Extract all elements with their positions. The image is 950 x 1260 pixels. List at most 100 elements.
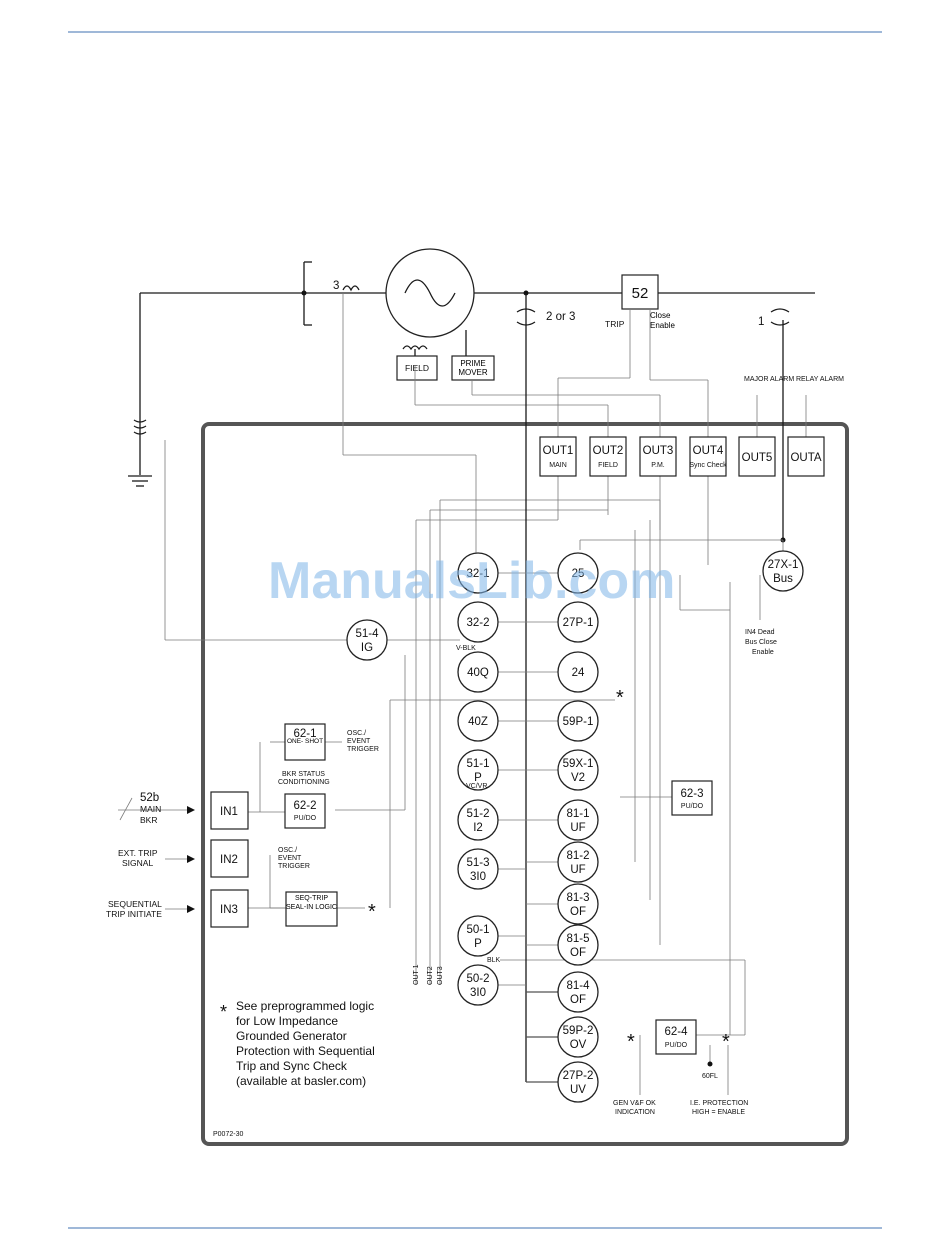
close-enable-label: Close Enable bbox=[650, 311, 675, 330]
function-node-51-2: 51-2I2 bbox=[457, 799, 526, 841]
osc-trigger-2c: TRIGGER bbox=[278, 863, 310, 870]
prime-mover-box: PRIME MOVER bbox=[451, 355, 495, 381]
ext-trip-label: EXT. TRIP bbox=[118, 848, 158, 858]
function-node-81-5: 81-5OF bbox=[526, 924, 599, 966]
svg-text:81-5: 81-5 bbox=[566, 933, 589, 945]
vc-vr-label: VC/VR bbox=[466, 783, 487, 790]
svg-text:OF: OF bbox=[570, 994, 586, 1006]
svg-text:P.M.: P.M. bbox=[651, 462, 665, 469]
node-27x-1-bus: 27X-1 Bus bbox=[762, 550, 804, 592]
function-node-59x-1: 59X-1V2 bbox=[526, 749, 599, 791]
timer-62-3: 62-3 PU/DO bbox=[671, 780, 713, 816]
star-marker-4: * bbox=[722, 1031, 730, 1053]
svg-text:(available at basler.com): (available at basler.com) bbox=[236, 1074, 366, 1088]
svg-text:Protection with Sequential: Protection with Sequential bbox=[236, 1044, 375, 1058]
ext-trip-signal-label: SIGNAL bbox=[122, 858, 153, 868]
function-node-51-1: 51-1P bbox=[457, 749, 526, 791]
svg-text:52: 52 bbox=[632, 285, 649, 302]
trip-label: TRIP bbox=[605, 319, 625, 329]
svg-text:UF: UF bbox=[570, 822, 585, 834]
svg-text:OUT3: OUT3 bbox=[643, 445, 674, 457]
star-marker-3: * bbox=[627, 1031, 635, 1053]
function-node-32-2: 32-2 bbox=[457, 601, 526, 643]
svg-text:PU/DO: PU/DO bbox=[665, 1042, 688, 1049]
ie-enable-label: HIGH = ENABLE bbox=[692, 1109, 745, 1116]
relay-alarm-label: RELAY ALARM bbox=[796, 376, 844, 383]
svg-text:IN1: IN1 bbox=[220, 806, 238, 818]
gen-vf-ok-label: GEN V&F OK bbox=[613, 1100, 656, 1107]
field-box: FIELD bbox=[396, 355, 438, 381]
svg-text:27P-1: 27P-1 bbox=[563, 617, 594, 629]
in4-enable-label: Enable bbox=[752, 649, 774, 656]
watermark: ManualsLib.com bbox=[268, 552, 675, 610]
function-node-59p-1: 59P-1 bbox=[526, 700, 599, 742]
ct-count-label: 3 bbox=[333, 280, 339, 292]
52b-label: 52b bbox=[140, 792, 159, 804]
svg-text:32-1: 32-1 bbox=[466, 568, 489, 580]
svg-text:51-2: 51-2 bbox=[466, 808, 489, 820]
svg-text:81-2: 81-2 bbox=[566, 850, 589, 862]
timer-62-1: 62-1 ONE- SHOT bbox=[284, 723, 326, 761]
svg-text:59P-1: 59P-1 bbox=[563, 716, 594, 728]
svg-text:Sync Check: Sync Check bbox=[689, 462, 727, 469]
input-in2: IN2 bbox=[210, 839, 249, 878]
function-node-81-3: 81-3OF bbox=[526, 883, 599, 925]
seq-trip-label: SEQUENTIAL bbox=[108, 899, 162, 909]
svg-text:50-1: 50-1 bbox=[466, 924, 489, 936]
function-node-40z: 40Z bbox=[457, 700, 526, 742]
in4-label: IN4 Dead bbox=[745, 629, 775, 636]
function-node-81-2: 81-2UF bbox=[526, 841, 599, 883]
svg-text:51-1: 51-1 bbox=[466, 758, 489, 770]
svg-text:62-2: 62-2 bbox=[293, 800, 316, 812]
svg-text:V2: V2 bbox=[571, 772, 585, 784]
svg-text:27P-2: 27P-2 bbox=[563, 1070, 594, 1082]
svg-text:3I0: 3I0 bbox=[470, 987, 486, 999]
function-node-32-1: 32-1 bbox=[457, 552, 526, 594]
function-node-27p-1: 27P-1 bbox=[526, 601, 599, 643]
svg-text:OF: OF bbox=[570, 906, 586, 918]
svg-text:OUT5: OUT5 bbox=[742, 452, 773, 464]
svg-text:32-2: 32-2 bbox=[466, 617, 489, 629]
function-node-50-1: 50-1P bbox=[457, 915, 526, 957]
svg-text:UV: UV bbox=[570, 1084, 586, 1096]
svg-text:PU/DO: PU/DO bbox=[681, 803, 704, 810]
svg-text:40Z: 40Z bbox=[468, 716, 488, 728]
note-text: See preprogrammed logic for Low Impedanc… bbox=[236, 999, 375, 1088]
svg-text:OUTA: OUTA bbox=[790, 452, 821, 464]
svg-text:FIELD: FIELD bbox=[598, 462, 618, 469]
svg-text:40Q: 40Q bbox=[467, 667, 489, 679]
svg-text:IN3: IN3 bbox=[220, 904, 238, 916]
input-in1: IN1 bbox=[210, 791, 249, 830]
52b-main-label: MAIN bbox=[140, 804, 161, 814]
star-marker-2: * bbox=[368, 901, 376, 923]
svg-text:62-4: 62-4 bbox=[664, 1026, 688, 1038]
52b-bkr-label: BKR bbox=[140, 815, 157, 825]
star-marker-1: * bbox=[616, 687, 624, 709]
function-node-25: 25 bbox=[526, 552, 599, 594]
60fl-label: 60FL bbox=[702, 1073, 718, 1080]
osc-trigger-2: OSC./ bbox=[278, 847, 297, 854]
60fl-dot bbox=[707, 1061, 713, 1067]
svg-text:See preprogrammed logic: See preprogrammed logic bbox=[236, 999, 374, 1013]
svg-text:OF: OF bbox=[570, 947, 586, 959]
vt-bus-label: 1 bbox=[758, 316, 764, 328]
main-bus bbox=[128, 261, 815, 487]
svg-text:I2: I2 bbox=[473, 822, 483, 834]
function-node-24: 24 bbox=[526, 651, 599, 693]
svg-text:UF: UF bbox=[570, 864, 585, 876]
svg-text:Bus: Bus bbox=[773, 573, 793, 585]
svg-text:24: 24 bbox=[572, 667, 585, 679]
seq-trip-seal-in-logic: SEQ-TRIP SEAL-IN LOGIC bbox=[285, 891, 338, 927]
svg-text:MAIN: MAIN bbox=[549, 462, 567, 469]
osc-trigger-2b: EVENT bbox=[278, 855, 302, 862]
svg-text:3I0: 3I0 bbox=[470, 871, 486, 883]
figure-id: P0072-30 bbox=[213, 1131, 243, 1138]
osc-trigger-1: OSC./ bbox=[347, 730, 366, 737]
svg-text:OUT4: OUT4 bbox=[693, 445, 724, 457]
seq-trip-initiate-label: TRIP INITIATE bbox=[106, 909, 162, 919]
input-arrows bbox=[118, 797, 195, 913]
